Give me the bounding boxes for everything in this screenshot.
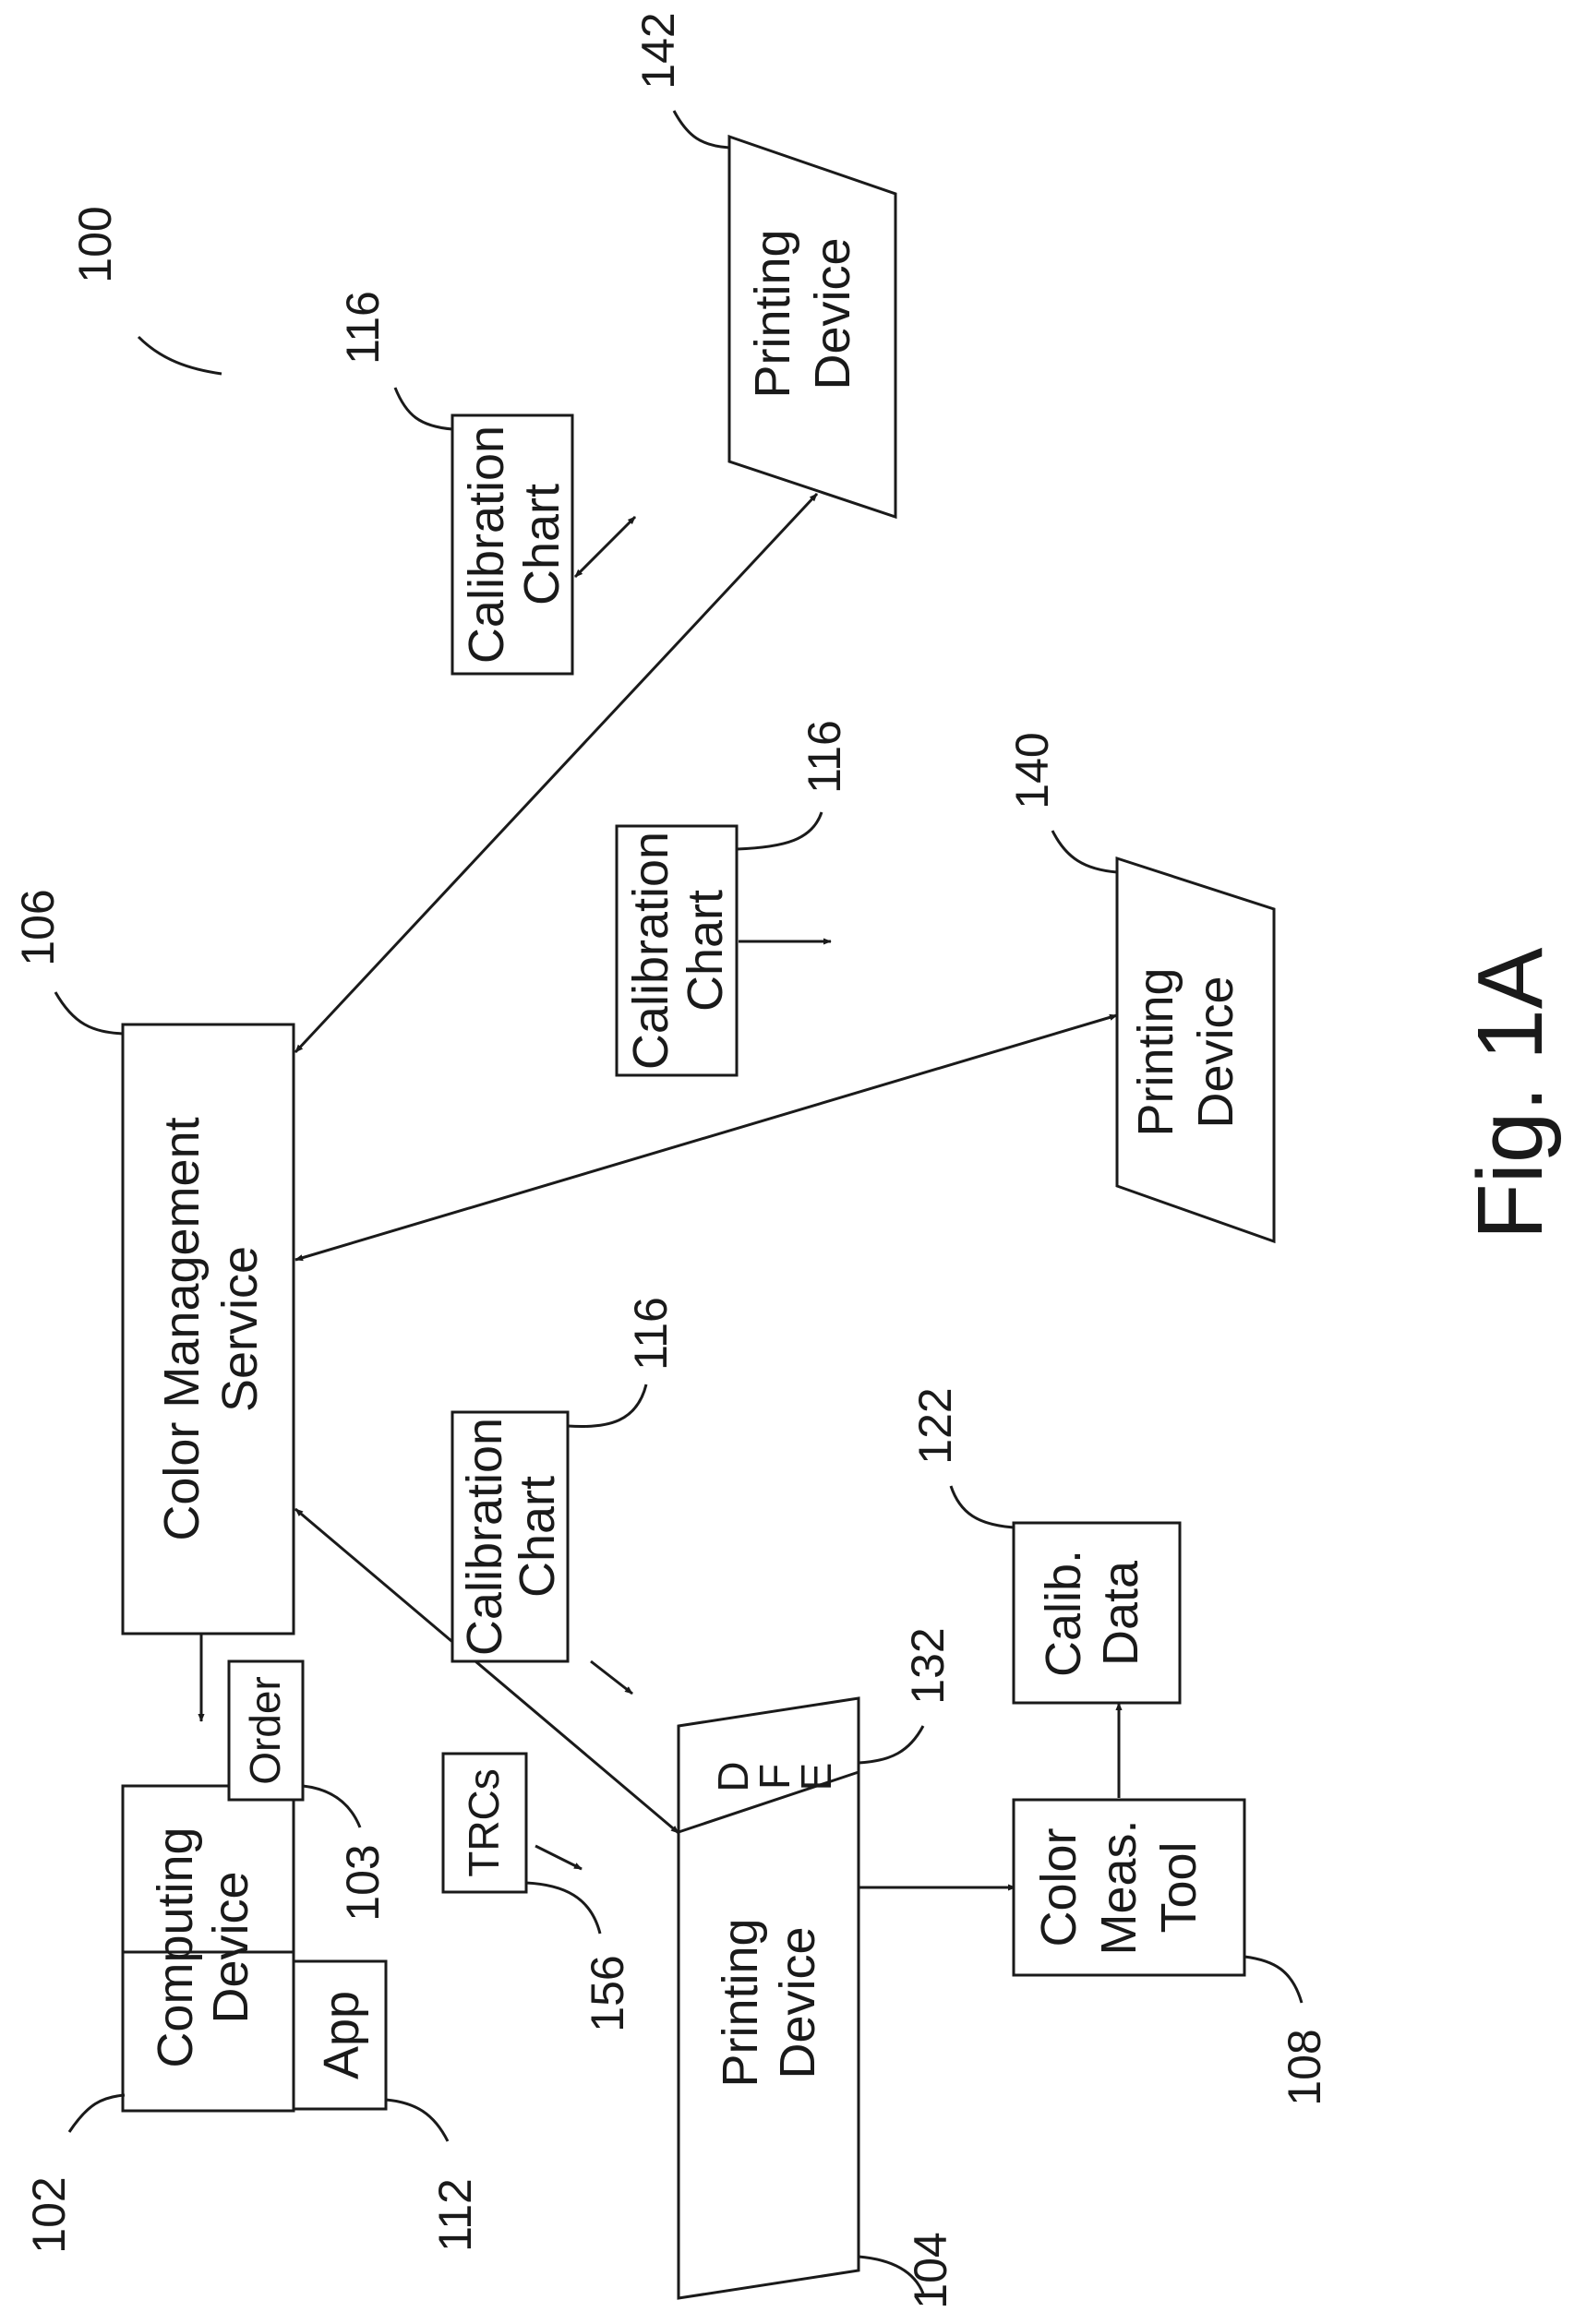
printing-device-142: Printing Device <box>729 137 895 517</box>
printing-device-104-label-2: Device <box>770 1926 825 2078</box>
ref-132: 132 <box>902 1627 954 1704</box>
ref-116-middle: 116 <box>799 720 850 794</box>
printing-device-142-label-1: Printing <box>745 229 800 398</box>
printing-device-140-label-1: Printing <box>1128 967 1183 1136</box>
computing-device-label-2: Device <box>203 1871 258 2023</box>
ref-116-upper: 116 <box>337 291 389 365</box>
printing-device-140: Printing Device <box>1117 858 1274 1241</box>
calib-data-label-1: Calib. <box>1036 1550 1091 1677</box>
calibration-chart-middle-label-1: Calibration <box>623 832 679 1070</box>
calibration-chart-lower-label-2: Chart <box>510 1476 565 1598</box>
printing-device-142-label-2: Device <box>805 237 860 389</box>
cms-label-1: Color Management <box>154 1117 210 1540</box>
ref-102: 102 <box>23 2176 75 2253</box>
ref-142: 142 <box>632 12 684 89</box>
ref-122: 122 <box>909 1387 961 1464</box>
connectors <box>201 494 1119 1887</box>
calibration-data: Calib. Data <box>1014 1523 1180 1703</box>
calibration-chart-lower: Calibration Chart <box>452 1412 568 1661</box>
computing-device-label-1: Computing <box>148 1827 203 2067</box>
ref-116-lower: 116 <box>625 1297 677 1371</box>
ref-156: 156 <box>582 1955 633 2031</box>
app-label: App <box>314 1991 369 2079</box>
trcs-label: TRCs <box>460 1768 508 1877</box>
arrow-trcs <box>535 1846 582 1869</box>
printing-device-140-label-2: Device <box>1188 976 1244 1128</box>
calib-data-label-2: Data <box>1093 1560 1148 1666</box>
ref-104: 104 <box>905 2232 956 2308</box>
calibration-chart-lower-label-1: Calibration <box>457 1418 512 1656</box>
color-measurement-tool: Color Meas. Tool <box>1014 1800 1244 1975</box>
trcs-block: TRCs <box>443 1754 526 1892</box>
cms-label-2: Service <box>212 1246 268 1412</box>
calibration-chart-middle-label-2: Chart <box>678 890 733 1012</box>
ref-140: 140 <box>1006 732 1058 809</box>
ref-103: 103 <box>337 1844 389 1921</box>
printing-device-104: Printing Device D F E <box>679 1698 859 2298</box>
order-label: Order <box>241 1676 289 1785</box>
ref-100: 100 <box>69 206 121 282</box>
arrow-calibration-chart-lower <box>591 1661 632 1694</box>
calibration-chart-upper: Calibration Chart <box>452 415 572 674</box>
arrow-calibration-chart-upper <box>575 517 635 577</box>
calibration-chart-upper-label-2: Chart <box>514 484 570 605</box>
calibration-chart-upper-label-1: Calibration <box>459 425 514 664</box>
dfe-label-e: E <box>792 1763 840 1791</box>
ref-106: 106 <box>12 889 64 965</box>
printing-device-104-label-1: Printing <box>713 1918 768 2087</box>
ref-108: 108 <box>1279 2029 1330 2105</box>
order-block: Order <box>229 1661 303 1800</box>
computing-device: Computing Device App <box>123 1786 386 2111</box>
calibration-chart-middle: Calibration Chart <box>617 826 737 1075</box>
figure-label: Fig. 1A <box>1459 947 1562 1240</box>
color-meas-tool-label-3: Tool <box>1151 1841 1207 1933</box>
ref-112: 112 <box>429 2178 481 2252</box>
color-meas-tool-label-1: Color <box>1031 1827 1087 1947</box>
color-meas-tool-label-2: Meas. <box>1091 1819 1147 1955</box>
color-management-service: Color Management Service <box>123 1024 294 1634</box>
